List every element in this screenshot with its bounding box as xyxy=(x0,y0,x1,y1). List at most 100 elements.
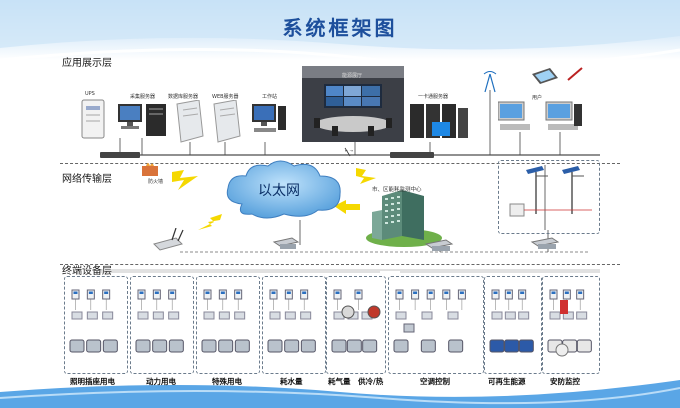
meter-icon xyxy=(168,289,177,300)
meter-icon xyxy=(284,289,293,300)
meter-icon xyxy=(562,289,571,300)
meter-icon xyxy=(518,289,527,300)
meter-display-icon xyxy=(286,291,291,294)
meter-icon xyxy=(152,289,161,300)
equipment-icon xyxy=(234,339,250,353)
sensor-icon xyxy=(152,311,164,320)
meter-display-icon xyxy=(564,291,569,294)
separator-network-terminal xyxy=(60,264,620,265)
equipment-icon xyxy=(86,339,102,353)
equipment-icon xyxy=(346,339,362,353)
terminal-group-box xyxy=(64,276,128,374)
meter-display-icon xyxy=(139,291,144,294)
meter-display-icon xyxy=(578,291,583,294)
cloud-label: 以太网 xyxy=(258,183,300,199)
meter-icon xyxy=(71,289,80,300)
meter-display-icon xyxy=(335,291,340,294)
meter-display-icon xyxy=(506,291,511,294)
meter-display-icon xyxy=(302,291,307,294)
sensor-icon xyxy=(395,311,407,320)
sensor-icon xyxy=(218,311,230,320)
sensor-icon xyxy=(562,311,574,320)
user-pcs-icon xyxy=(498,101,582,130)
equipment-icon xyxy=(218,339,234,353)
ethernet-cloud-icon xyxy=(226,160,341,219)
meter-icon xyxy=(86,289,95,300)
meter-icon xyxy=(333,289,342,300)
collect-server-icon xyxy=(118,104,166,136)
meter-display-icon xyxy=(205,291,210,294)
lightning-icon-1 xyxy=(172,170,198,190)
sensor-icon xyxy=(504,311,516,320)
meter-icon xyxy=(102,289,111,300)
meter-display-icon xyxy=(356,291,361,294)
meter-icon xyxy=(504,289,513,300)
terminal-group-box xyxy=(130,276,194,374)
category-label-3: 耗水量 xyxy=(280,377,303,386)
arrow-icon-center xyxy=(334,200,360,214)
camera-icon xyxy=(555,343,569,357)
meter-display-icon xyxy=(397,291,402,294)
sensor-icon xyxy=(284,311,296,320)
meter-icon xyxy=(576,289,585,300)
terminal-group-box xyxy=(388,276,484,374)
db-server-icon xyxy=(176,100,204,143)
separator-app-network xyxy=(60,163,620,164)
category-label-0: 照明插座用电 xyxy=(70,377,115,386)
monitoring-center-label: 市、区能耗监测中心 xyxy=(372,187,422,193)
collect-server-label: 采集服务器 xyxy=(130,94,156,100)
sensor-icon xyxy=(576,311,588,320)
sensor-icon xyxy=(447,311,459,320)
category-label-6: 空调控制 xyxy=(420,377,450,386)
equipment-icon xyxy=(362,339,378,353)
equipment-icon xyxy=(393,339,409,353)
lightning-icon-3 xyxy=(198,214,222,230)
meter-icon xyxy=(218,289,227,300)
gateway-icon-3 xyxy=(530,237,560,249)
meter-icon xyxy=(549,289,558,300)
sensor-icon xyxy=(421,311,433,320)
switch-left-icon xyxy=(100,152,140,158)
meter-display-icon xyxy=(459,291,464,294)
ac-unit-icon xyxy=(403,323,415,333)
equipment-icon xyxy=(168,339,184,353)
meter-icon xyxy=(137,289,146,300)
meter-display-icon xyxy=(271,291,276,294)
meter-display-icon xyxy=(220,291,225,294)
equipment-icon xyxy=(267,339,283,353)
meter-icon xyxy=(203,289,212,300)
layer-label-app: 应用展示层 xyxy=(62,58,112,69)
sensor-icon xyxy=(102,311,114,320)
terminal-group-box xyxy=(542,276,600,374)
category-label-8: 安防监控 xyxy=(550,377,580,386)
sensor-icon xyxy=(234,311,246,320)
sensor-icon xyxy=(86,311,98,320)
category-label-5: 供冷/热 xyxy=(358,377,384,386)
web-server-label: WEB服务器 xyxy=(212,94,239,100)
equipment-icon xyxy=(135,339,151,353)
gateway-icon-2 xyxy=(424,239,454,251)
meter-display-icon xyxy=(413,291,418,294)
workstation-icon xyxy=(252,104,286,132)
equipment-icon xyxy=(201,339,217,353)
equipment-icon xyxy=(489,339,505,353)
equipment-icon xyxy=(69,339,85,353)
category-label-7: 可再生能源 xyxy=(488,377,526,386)
users-label: 用户 xyxy=(532,95,543,101)
meter-display-icon xyxy=(551,291,556,294)
meter-display-icon xyxy=(428,291,433,294)
page-title: 系统框架图 xyxy=(282,16,398,40)
category-label-1: 动力用电 xyxy=(146,377,176,386)
ups-label: UPS xyxy=(85,91,95,97)
meter-icon xyxy=(426,289,435,300)
meter-display-icon xyxy=(154,291,159,294)
energy-hall-image xyxy=(302,66,404,142)
sensor-icon xyxy=(168,311,180,320)
category-label-4: 耗气量 xyxy=(328,377,351,386)
equipment-icon xyxy=(576,339,592,353)
web-server-icon xyxy=(213,100,241,143)
sensor-icon xyxy=(71,311,83,320)
